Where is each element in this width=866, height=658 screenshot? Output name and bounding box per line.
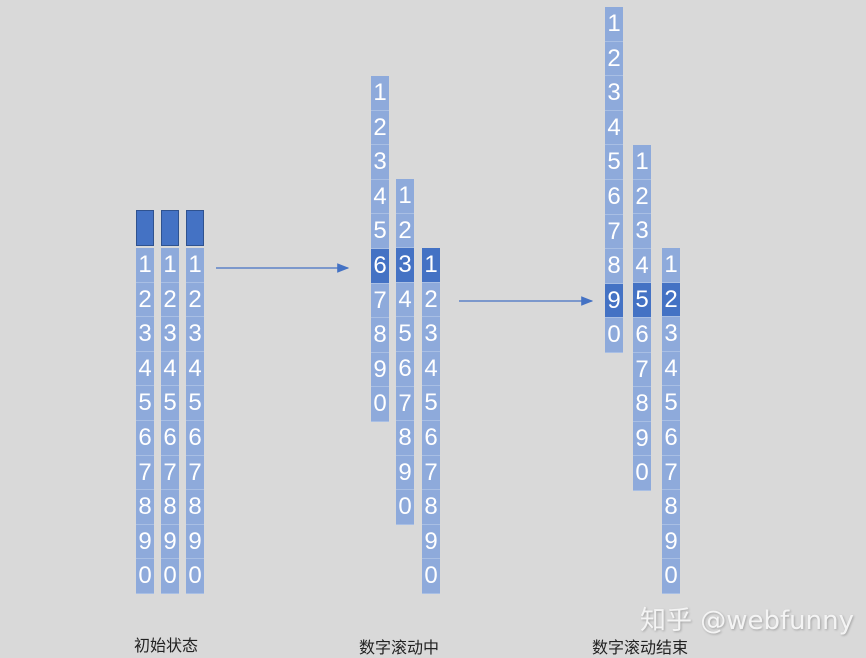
digit-cell: 9 <box>422 524 440 560</box>
caption-scrolling: 数字滚动中 <box>359 638 440 657</box>
digit-cell: 1 <box>371 76 389 111</box>
digit-cell: 2 <box>136 282 154 318</box>
digit-cell: 8 <box>371 318 389 353</box>
digit-cell: 3 <box>136 317 154 352</box>
digit-cell: 3 <box>422 317 440 352</box>
digit-cell: 8 <box>605 249 623 284</box>
digit-cell: 0 <box>136 559 154 594</box>
digit-cell: 8 <box>161 490 179 525</box>
digit-cell: 5 <box>662 386 680 421</box>
digit-cell: 7 <box>186 455 204 491</box>
digit-cell: 1 <box>605 7 623 42</box>
digit-cell: 2 <box>161 282 179 318</box>
digit-cell: 6 <box>422 421 440 456</box>
digit-cell: 3 <box>186 317 204 352</box>
digit-cell: 2 <box>662 282 680 318</box>
digit-cell: 1 <box>662 248 680 283</box>
digit-cell: 2 <box>605 41 623 77</box>
digit-cell: 3 <box>371 145 389 180</box>
digit-cell: 8 <box>186 490 204 525</box>
digit-cell: 9 <box>633 421 651 457</box>
digit-cell: 8 <box>662 490 680 525</box>
digit-cell: 1 <box>136 248 154 283</box>
digit-cell: 9 <box>136 524 154 560</box>
digit-cell: 6 <box>633 318 651 353</box>
digit-cell: 2 <box>422 282 440 318</box>
digit-cell: 4 <box>422 351 440 387</box>
digit-cell: 2 <box>396 213 414 249</box>
digit-cell: 1 <box>422 248 440 283</box>
digit-cell: 6 <box>136 421 154 456</box>
digit-cell: 9 <box>371 352 389 388</box>
digit-cell: 8 <box>422 490 440 525</box>
display-window <box>186 210 204 246</box>
digit-cell: 5 <box>136 386 154 421</box>
caption-end: 数字滚动结束 <box>592 638 689 657</box>
digit-cell: 3 <box>633 214 651 249</box>
digit-cell: 5 <box>422 386 440 421</box>
digit-cell: 4 <box>161 351 179 387</box>
digit-cell: 7 <box>662 455 680 491</box>
digit-cell: 6 <box>161 421 179 456</box>
watermark: 知乎 @webfunny <box>640 606 855 636</box>
digit-cell: 6 <box>662 421 680 456</box>
digit-cell: 6 <box>371 249 389 284</box>
display-window <box>161 210 179 246</box>
digit-cell: 6 <box>186 421 204 456</box>
digit-cell: 8 <box>396 421 414 456</box>
digit-cell: 8 <box>136 490 154 525</box>
digit-cell: 0 <box>396 490 414 525</box>
digit-cell: 3 <box>396 248 414 283</box>
digit-cell: 3 <box>161 317 179 352</box>
digit-cell: 0 <box>422 559 440 594</box>
digit-cell: 9 <box>662 524 680 560</box>
digit-cell: 0 <box>186 559 204 594</box>
digit-cell: 7 <box>161 455 179 491</box>
digit-cell: 7 <box>605 214 623 250</box>
digit-cell: 9 <box>605 283 623 319</box>
digit-cell: 1 <box>161 248 179 283</box>
digit-cell: 7 <box>396 386 414 422</box>
digit-cell: 3 <box>662 317 680 352</box>
digit-cell: 5 <box>186 386 204 421</box>
digit-cell: 2 <box>371 110 389 146</box>
digit-cell: 9 <box>161 524 179 560</box>
digit-cell: 4 <box>371 179 389 215</box>
digit-cell: 4 <box>633 248 651 284</box>
digit-cell: 5 <box>605 145 623 180</box>
digit-cell: 0 <box>662 559 680 594</box>
digit-cell: 5 <box>633 283 651 318</box>
digit-cell: 5 <box>161 386 179 421</box>
digit-cell: 3 <box>605 76 623 111</box>
digit-cell: 4 <box>605 110 623 146</box>
digit-cell: 0 <box>633 456 651 491</box>
digit-cell: 6 <box>605 180 623 215</box>
digit-cell: 4 <box>136 351 154 387</box>
digit-cell: 0 <box>371 387 389 422</box>
digit-cell: 7 <box>422 455 440 491</box>
digit-cell: 9 <box>396 455 414 491</box>
digit-cell: 6 <box>396 352 414 387</box>
digit-cell: 0 <box>161 559 179 594</box>
digit-cell: 5 <box>371 214 389 249</box>
digit-cell: 7 <box>136 455 154 491</box>
digit-cell: 7 <box>633 352 651 388</box>
digit-cell: 4 <box>396 282 414 318</box>
digit-cell: 8 <box>633 387 651 422</box>
digit-cell: 1 <box>633 145 651 180</box>
digit-cell: 0 <box>605 318 623 353</box>
digit-cell: 2 <box>186 282 204 318</box>
caption-initial: 初始状态 <box>134 636 199 655</box>
digit-cell: 1 <box>396 179 414 214</box>
digit-cell: 4 <box>186 351 204 387</box>
display-window <box>136 210 154 246</box>
digit-cell: 5 <box>396 317 414 352</box>
digit-cell: 2 <box>633 179 651 215</box>
digit-cell: 9 <box>186 524 204 560</box>
digit-cell: 4 <box>662 351 680 387</box>
digit-cell: 7 <box>371 283 389 319</box>
digit-cell: 1 <box>186 248 204 283</box>
